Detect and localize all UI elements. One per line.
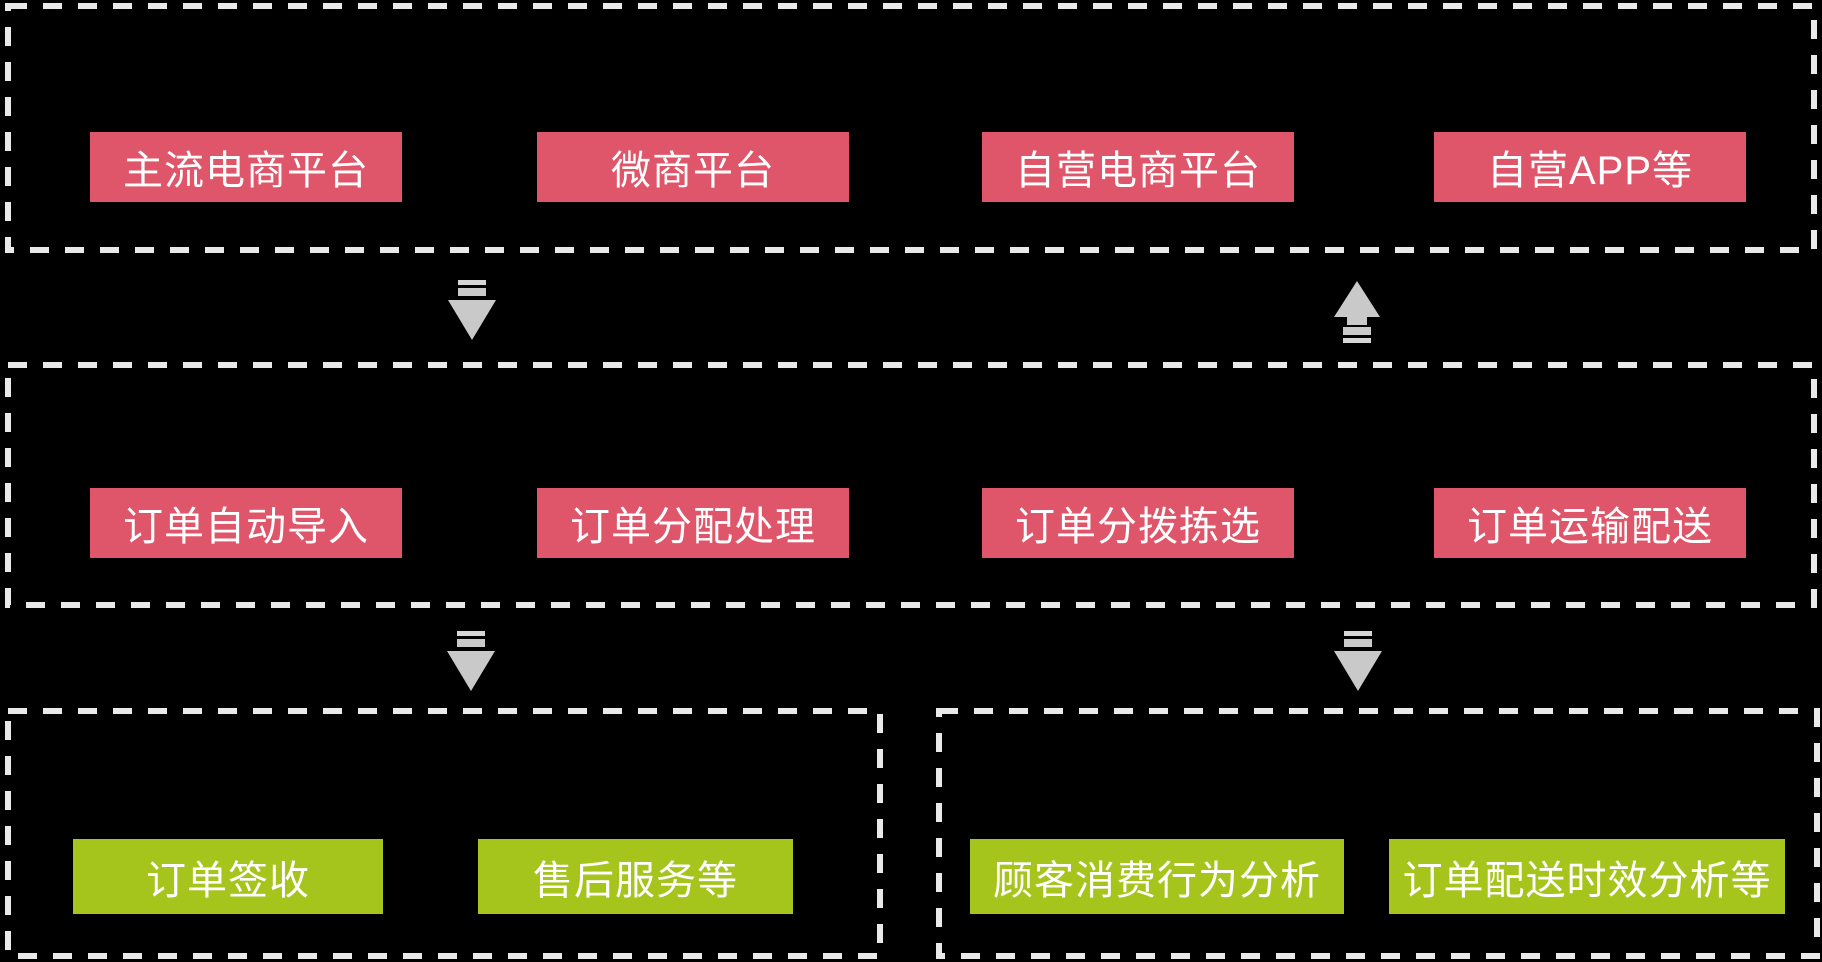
arrow-dash: [1343, 327, 1371, 335]
arrow-dash: [458, 288, 486, 296]
node-mainstream-ecommerce: 主流电商平台: [90, 132, 402, 202]
arrow-up-icon: [1333, 281, 1381, 343]
arrow-down-icon: [448, 280, 496, 340]
arrow-down-icon: [1334, 631, 1382, 691]
arrowhead-down-icon: [448, 300, 496, 340]
arrow-down-icon: [447, 631, 495, 691]
node-wechat-commerce: 微商平台: [537, 132, 849, 202]
section-box-sales-channels: [5, 3, 1817, 253]
arrow-dash: [1344, 639, 1372, 647]
node-customer-behavior-analysis: 顾客消费行为分析: [970, 839, 1344, 914]
node-order-transport-delivery: 订单运输配送: [1434, 488, 1746, 558]
node-order-sorting-picking: 订单分拨拣选: [982, 488, 1294, 558]
arrowhead-up-icon: [1334, 281, 1380, 325]
node-order-allocation: 订单分配处理: [537, 488, 849, 558]
node-order-signoff: 订单签收: [73, 839, 383, 914]
arrow-dash: [458, 280, 486, 285]
arrow-dash: [1344, 631, 1372, 636]
node-delivery-timeliness-analysis: 订单配送时效分析等: [1389, 839, 1785, 914]
node-after-sales-service: 售后服务等: [478, 839, 793, 914]
arrow-dash: [457, 631, 485, 636]
section-box-order-analysis: [936, 708, 1820, 959]
node-self-operated-ecommerce: 自营电商平台: [982, 132, 1294, 202]
arrow-dash: [1343, 338, 1371, 343]
node-order-auto-import: 订单自动导入: [90, 488, 402, 558]
arrowhead-down-icon: [447, 651, 495, 691]
section-box-order-completion: [5, 708, 883, 959]
node-self-operated-app: 自营APP等: [1434, 132, 1746, 202]
arrow-dash: [457, 639, 485, 647]
section-box-order-processing: [5, 362, 1817, 608]
arrowhead-down-icon: [1334, 651, 1382, 691]
